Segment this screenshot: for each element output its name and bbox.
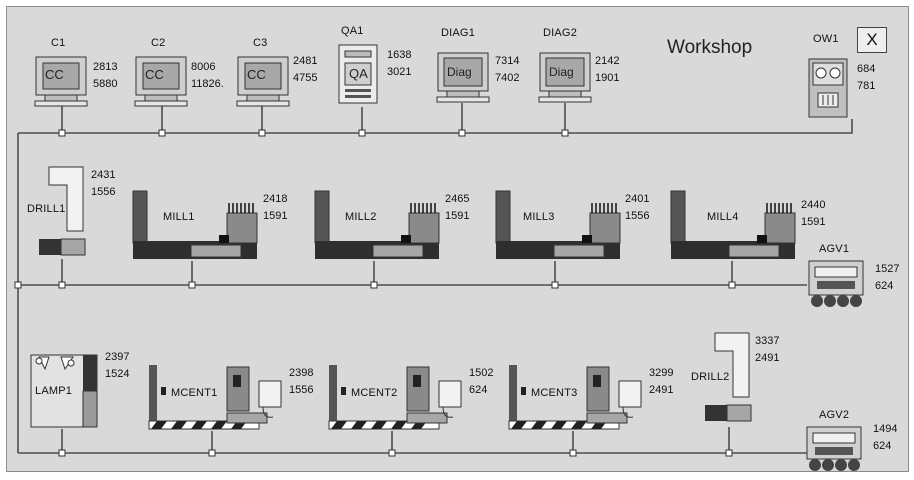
value-1-mill3: 2401 [625, 193, 650, 205]
value-2-drill1: 1556 [91, 186, 116, 198]
screen-text-c2: CC [145, 67, 164, 82]
computer-icon-c3[interactable]: CC [235, 55, 291, 112]
device-label-agv1: AGV1 [819, 243, 850, 255]
network-nodes [14, 129, 736, 457]
value-2-mill4: 1591 [801, 216, 826, 228]
drill-machine-icon-2[interactable] [703, 331, 755, 432]
operator-workstation-icon[interactable] [807, 57, 851, 124]
value-2-c2: 11826. [191, 78, 224, 90]
value-2-c1: 5880 [93, 78, 118, 90]
value-2-mcent2: 624 [469, 384, 488, 396]
value-2-mcent1: 1556 [289, 384, 314, 396]
value-2-ow1: 781 [857, 80, 876, 92]
value-2-mill2: 1591 [445, 210, 470, 222]
value-2-diag2: 1901 [595, 72, 620, 84]
qa-terminal-icon[interactable]: QA [337, 43, 381, 110]
agv-vehicle-icon-1[interactable] [807, 259, 867, 316]
value-2-mcent3: 2491 [649, 384, 674, 396]
device-label-drill1: DRILL1 [27, 203, 66, 215]
computer-icon-c2[interactable]: CC [133, 55, 189, 112]
drill-machine-icon-1[interactable] [37, 165, 89, 266]
value-2-agv1: 624 [875, 280, 894, 292]
device-label-qa1: QA1 [341, 25, 364, 37]
machining-center-icon-1[interactable] [147, 363, 297, 438]
device-label-diag2: DIAG2 [543, 27, 578, 39]
device-label-drill2: DRILL2 [691, 371, 730, 383]
screen-text-c3: CC [247, 67, 266, 82]
network-lines [14, 103, 853, 457]
device-label-c3: C3 [253, 37, 268, 49]
screen-text-c1: CC [45, 67, 64, 82]
value-1-c3: 2481 [293, 55, 318, 67]
value-2-mill3: 1556 [625, 210, 650, 222]
device-label-mill4: MILL4 [707, 211, 739, 223]
value-2-c3: 4755 [293, 72, 318, 84]
value-1-drill1: 2431 [91, 169, 116, 181]
close-button[interactable]: X [857, 27, 887, 53]
agv-vehicle-icon-2[interactable] [805, 425, 865, 480]
machining-center-icon-2[interactable] [327, 363, 477, 438]
lamp-unit-icon[interactable] [29, 353, 101, 436]
value-1-mcent3: 3299 [649, 367, 674, 379]
value-1-c1: 2813 [93, 61, 118, 73]
device-label-mcent2: MCENT2 [351, 387, 398, 399]
value-2-lamp1: 1524 [105, 368, 130, 380]
device-label-mill2: MILL2 [345, 211, 377, 223]
workshop-panel: Workshop X C1 CC 2813 5880 C2 CC 8006 11… [6, 6, 909, 472]
value-2-agv2: 624 [873, 440, 892, 452]
mill-machine-icon-2[interactable] [313, 189, 443, 268]
device-label-c1: C1 [51, 37, 66, 49]
value-1-drill2: 3337 [755, 335, 780, 347]
value-2-diag1: 7402 [495, 72, 520, 84]
value-1-diag1: 7314 [495, 55, 520, 67]
mill-machine-icon-3[interactable] [494, 189, 624, 268]
value-1-diag2: 2142 [595, 55, 620, 67]
window-title: Workshop [667, 37, 753, 58]
device-label-lamp1: LAMP1 [35, 385, 73, 397]
device-label-agv2: AGV2 [819, 409, 850, 421]
value-2-mill1: 1591 [263, 210, 288, 222]
screen-text-diag1: Diag [447, 65, 472, 79]
device-label-diag1: DIAG1 [441, 27, 476, 39]
device-label-ow1: OW1 [813, 33, 839, 45]
value-1-qa1: 1638 [387, 49, 412, 61]
value-1-mill4: 2440 [801, 199, 826, 211]
mill-machine-icon-4[interactable] [669, 189, 799, 268]
computer-icon-c1[interactable]: CC [33, 55, 89, 112]
diagnostic-computer-icon-1[interactable]: Diag [435, 51, 491, 108]
value-1-ow1: 684 [857, 63, 876, 75]
value-1-agv1: 1527 [875, 263, 900, 275]
value-1-lamp1: 2397 [105, 351, 130, 363]
device-label-mcent3: MCENT3 [531, 387, 578, 399]
value-2-qa1: 3021 [387, 66, 412, 78]
value-1-mill2: 2465 [445, 193, 470, 205]
value-2-drill2: 2491 [755, 352, 780, 364]
mill-machine-icon-1[interactable] [131, 189, 261, 268]
value-1-c2: 8006 [191, 61, 216, 73]
screen-text-qa1: QA [349, 66, 368, 81]
value-1-mill1: 2418 [263, 193, 288, 205]
device-label-mill1: MILL1 [163, 211, 195, 223]
device-label-mcent1: MCENT1 [171, 387, 218, 399]
screen-text-diag2: Diag [549, 65, 574, 79]
diagnostic-computer-icon-2[interactable]: Diag [537, 51, 593, 108]
value-1-mcent2: 1502 [469, 367, 494, 379]
device-label-mill3: MILL3 [523, 211, 555, 223]
machining-center-icon-3[interactable] [507, 363, 657, 438]
value-1-agv2: 1494 [873, 423, 898, 435]
device-label-c2: C2 [151, 37, 166, 49]
value-1-mcent1: 2398 [289, 367, 314, 379]
